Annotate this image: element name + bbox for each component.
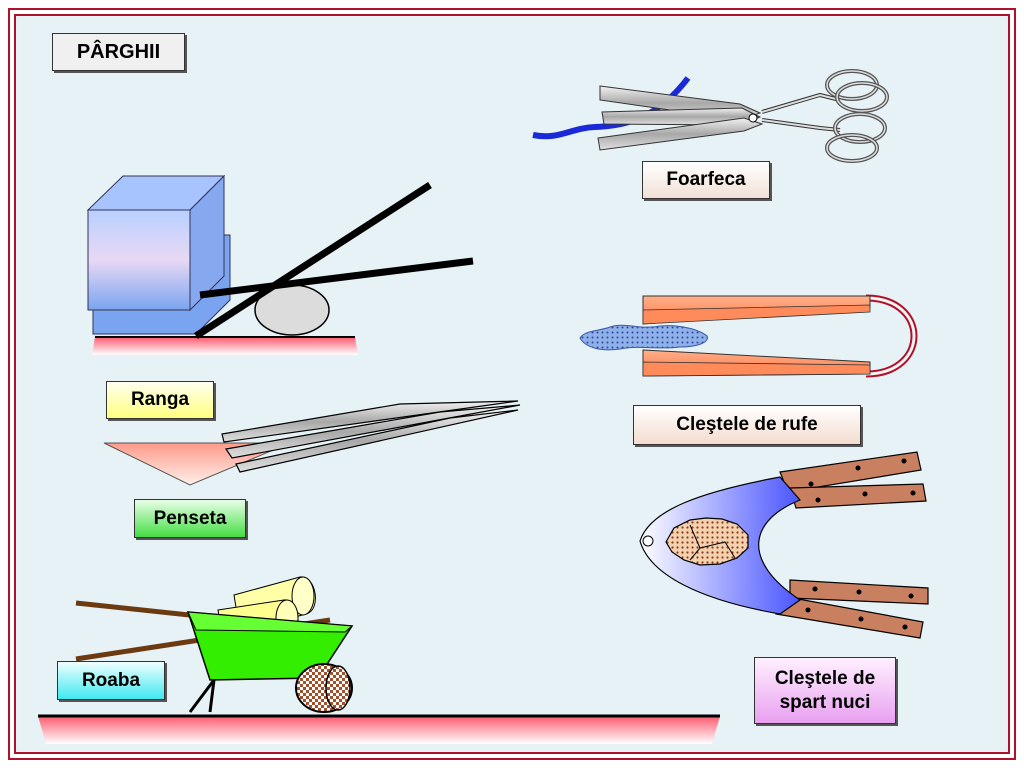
tweezers-illustration <box>103 400 521 486</box>
cloth <box>579 324 708 351</box>
tweezers-arm-3 <box>235 409 519 473</box>
nutcracker-illustration <box>639 451 929 639</box>
scissors-illustration <box>532 69 889 163</box>
label-clestele-nuci: Cleştele de spart nuci <box>754 657 896 724</box>
walnut <box>665 517 749 566</box>
label-penseta: Penseta <box>134 499 246 538</box>
label-clestele-rufe: Cleştele de rufe <box>633 405 861 445</box>
label-ranga: Ranga <box>106 381 214 419</box>
label-foarfeca: Foarfeca <box>642 161 770 199</box>
clothespin-spring <box>865 294 918 378</box>
box-front-face <box>87 209 191 311</box>
crowbar-lever <box>194 182 432 339</box>
nutcracker-handle-2 <box>789 483 927 509</box>
crowbar-illustration <box>86 174 474 355</box>
wheelbarrow-illustration <box>38 576 720 744</box>
label-roaba: Roaba <box>57 661 165 700</box>
roaba-floor <box>38 716 720 744</box>
page-title: PÂRGHII <box>52 33 185 71</box>
crowbar-lever-2 <box>199 257 474 299</box>
ranga-floor <box>92 337 358 355</box>
scissor-blade-bottom <box>597 117 764 151</box>
clothespin-illustration <box>579 294 918 378</box>
